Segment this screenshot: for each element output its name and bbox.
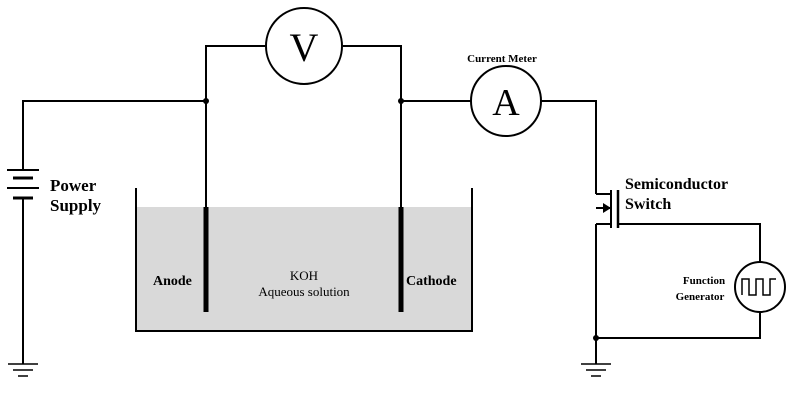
square-wave-icon	[741, 278, 776, 296]
switch-label-1: Semiconductor	[625, 176, 728, 193]
voltmeter	[265, 7, 343, 85]
function-generator-label-2: Generator	[676, 291, 725, 303]
ground-left-icon	[8, 363, 38, 377]
solution-label-2: Aqueous solution	[258, 284, 350, 299]
semiconductor-switch-icon	[595, 182, 620, 338]
power-supply-label-1: Power	[50, 176, 97, 195]
koh-solution	[136, 207, 472, 331]
power-supply-label-2: Supply	[50, 196, 102, 215]
cathode-label: Cathode	[406, 274, 457, 289]
ammeter-wire-out	[541, 100, 597, 182]
generator-return-wire	[596, 312, 761, 339]
gate-wire	[618, 223, 761, 262]
voltmeter-wire	[205, 45, 402, 101]
ammeter-symbol: A	[492, 82, 520, 124]
solution-label-1: KOH	[290, 268, 318, 283]
current-meter-label: Current Meter	[467, 53, 537, 65]
electrolysis-tank	[135, 188, 473, 332]
junction-anode	[203, 98, 209, 104]
voltmeter-symbol: V	[290, 25, 319, 70]
power-supply-wire-top	[22, 100, 206, 170]
ground-right-icon	[581, 363, 611, 377]
function-generator-label-1: Function	[683, 275, 725, 287]
anode-label: Anode	[153, 274, 192, 289]
switch-label-2: Switch	[625, 196, 671, 213]
junction-ground	[593, 335, 599, 341]
junction-cathode	[398, 98, 404, 104]
